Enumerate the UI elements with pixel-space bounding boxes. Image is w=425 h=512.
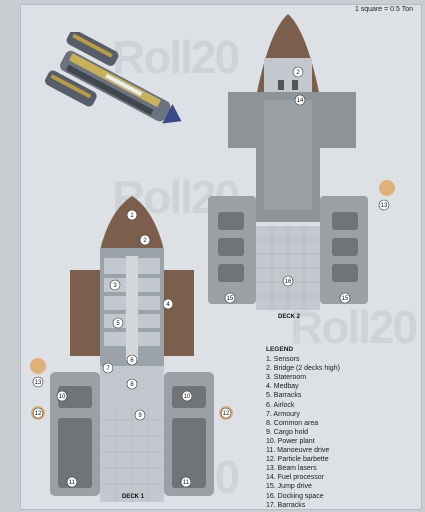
scale-note: 1 square = 0.5 Ton xyxy=(354,6,413,13)
legend-item: 13. Beam lasers xyxy=(266,465,317,473)
legend-item: 15. Jump drive xyxy=(266,483,312,491)
callout-deck1-stateroom: 3 xyxy=(109,279,121,291)
svg-text:11: 11 xyxy=(69,480,76,486)
callout-deck1-power-right: 10 xyxy=(181,390,193,402)
legend-item: 10. Power plant xyxy=(266,437,315,445)
callout-deck2-fuel: 14 xyxy=(294,94,306,106)
callout-deck2-laser: 13 xyxy=(378,199,390,211)
legend-item: 4. Medbay xyxy=(266,383,299,391)
deck-1-label: DECK 1 xyxy=(122,494,145,500)
legend-list: 1. Sensors 2. Bridge (2 decks high) 3. S… xyxy=(266,355,406,510)
svg-text:7: 7 xyxy=(106,366,110,372)
legend-item: 11. Manoeuvre drive xyxy=(266,447,330,455)
svg-text:11: 11 xyxy=(183,480,190,486)
svg-text:8: 8 xyxy=(130,382,134,388)
deck-2-label: DECK 2 xyxy=(278,314,301,320)
callout-deck2-bridge: 2 xyxy=(292,66,304,78)
legend: LEGEND 1. Sensors 2. Bridge (2 decks hig… xyxy=(266,345,406,510)
legend-item: 9. Cargo hold xyxy=(266,428,309,436)
legend-item: 16. Docking space xyxy=(266,492,324,500)
callout-deck1-armoury: 7 xyxy=(102,362,114,374)
legend-item: 6. Airlock xyxy=(266,401,295,409)
svg-text:10: 10 xyxy=(184,394,191,400)
callout-deck1-laser: 13 xyxy=(32,376,44,388)
deck-2-laser-mount xyxy=(379,180,395,196)
legend-item: 12. Particle barbette xyxy=(266,456,329,464)
legend-item: 1. Sensors xyxy=(266,356,300,364)
callout-deck1-cargo: 9 xyxy=(134,409,146,421)
callout-deck1-power-left: 10 xyxy=(56,390,68,402)
svg-text:12: 12 xyxy=(35,411,42,417)
legend-item: 7. Armoury xyxy=(266,410,300,418)
callout-deck2-jump-left: 15 xyxy=(224,292,236,304)
callout-deck1-airlock: 6 xyxy=(126,354,138,366)
svg-text:2: 2 xyxy=(143,238,147,244)
svg-text:5: 5 xyxy=(116,321,120,327)
svg-text:15: 15 xyxy=(227,296,234,302)
legend-item: 5. Barracks xyxy=(266,392,302,400)
svg-text:12: 12 xyxy=(223,411,230,417)
ship-illustration xyxy=(45,32,182,124)
svg-text:15: 15 xyxy=(342,296,349,302)
svg-text:1: 1 xyxy=(130,213,134,219)
svg-text:4: 4 xyxy=(166,302,170,308)
callout-deck1-medbay: 4 xyxy=(162,298,174,310)
svg-text:2: 2 xyxy=(296,70,300,76)
callout-deck1-barracks: 5 xyxy=(112,317,124,329)
legend-item: 2. Bridge (2 decks high) xyxy=(266,365,340,373)
callout-deck1-drive-right: 11 xyxy=(180,476,192,488)
svg-text:13: 13 xyxy=(381,203,388,209)
callout-deck1-sensor: 1 xyxy=(126,209,138,221)
callout-deck1-barbette-left: 12 xyxy=(32,407,44,419)
svg-text:14: 14 xyxy=(297,98,304,104)
svg-text:16: 16 xyxy=(285,279,292,285)
callout-deck1-bridge: 2 xyxy=(139,234,151,246)
legend-item: 8. Common area xyxy=(266,419,319,427)
legend-item: 17. Barracks xyxy=(266,501,306,509)
legend-item: 14. Fuel processor xyxy=(266,474,324,482)
callout-deck2-docking: 16 xyxy=(282,275,294,287)
svg-text:13: 13 xyxy=(35,380,42,386)
callout-deck2-jump-right: 15 xyxy=(339,292,351,304)
svg-text:3: 3 xyxy=(113,283,117,289)
deck-1-hull-right xyxy=(164,270,194,356)
svg-text:9: 9 xyxy=(138,413,142,419)
legend-item: 3. Stateroom xyxy=(266,374,307,382)
legend-title: LEGEND xyxy=(266,346,294,353)
callout-deck1-drive-left: 11 xyxy=(66,476,78,488)
callout-deck1-common: 8 xyxy=(126,378,138,390)
svg-text:10: 10 xyxy=(59,394,66,400)
svg-text:6: 6 xyxy=(130,358,134,364)
deck-2-bridge-floor xyxy=(264,58,312,98)
deck-1-laser-mount xyxy=(30,358,46,374)
callout-deck1-barbette-right: 12 xyxy=(220,407,232,419)
deck-1-hull-left xyxy=(70,270,100,356)
